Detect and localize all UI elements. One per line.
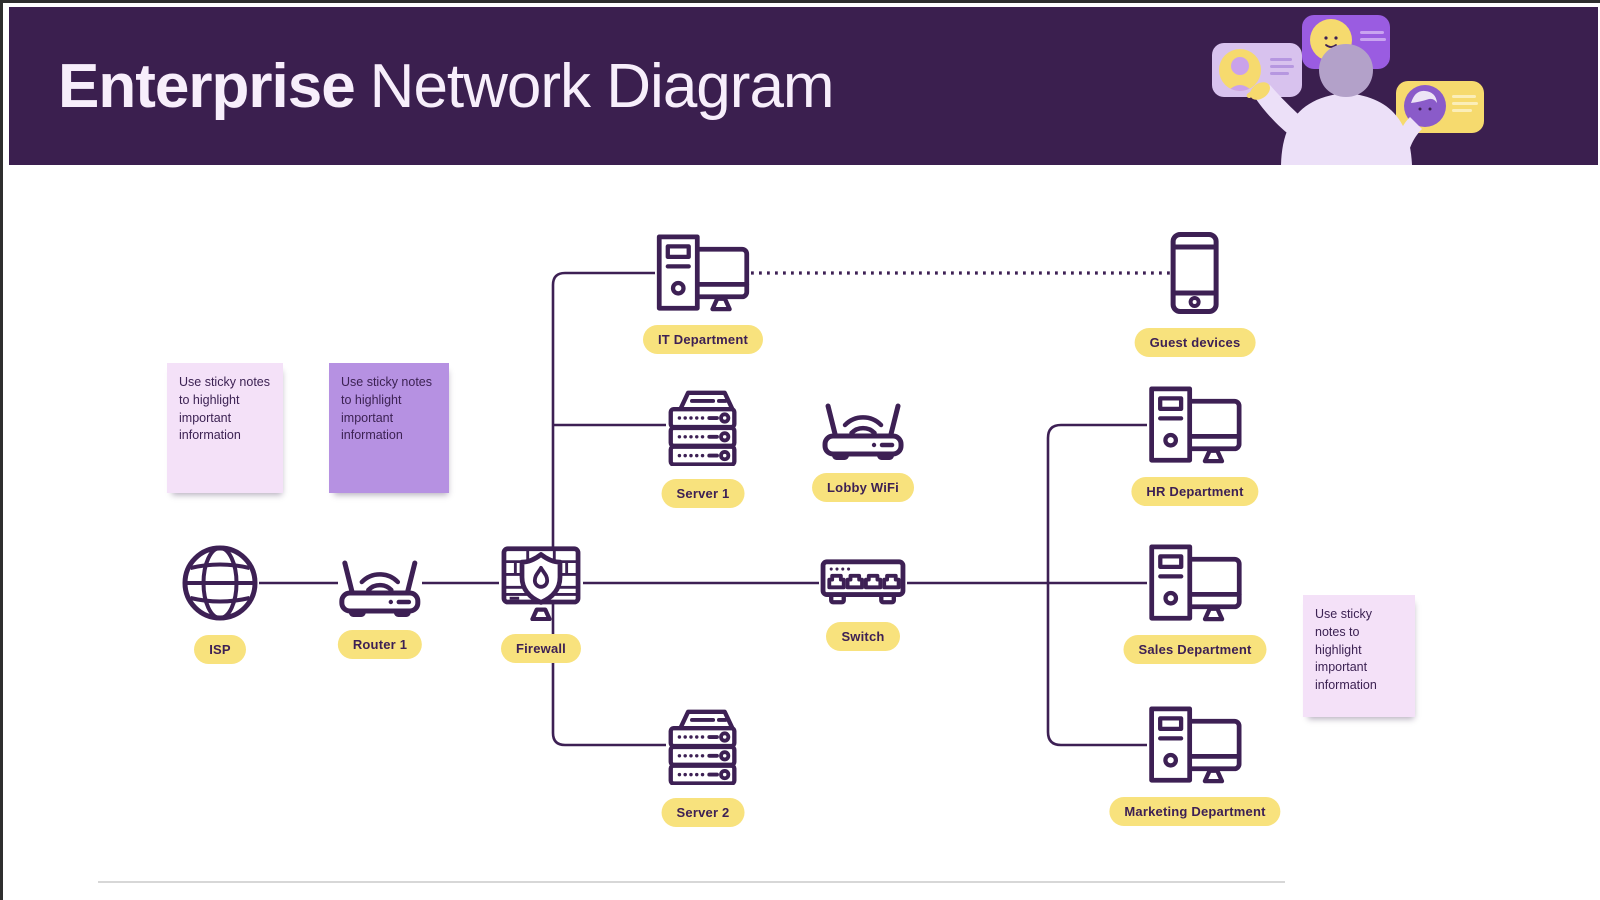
desktop-computer-icon xyxy=(1147,544,1243,622)
node-label: HR Department xyxy=(1131,477,1259,506)
network-switch-icon xyxy=(819,557,907,609)
wifi-router-icon xyxy=(338,549,422,617)
page-title-bold: Enterprise xyxy=(58,51,356,121)
node-switch[interactable]: Switch xyxy=(819,557,907,651)
link-switch-hr-marketing xyxy=(1046,423,1147,747)
desktop-computer-icon xyxy=(1147,386,1243,464)
node-label: ISP xyxy=(194,635,246,664)
node-guest-devices[interactable]: Guest devices xyxy=(1134,231,1256,357)
link-firewall-it xyxy=(551,271,655,563)
node-label: Guest devices xyxy=(1134,328,1256,357)
node-label: Server 1 xyxy=(661,479,745,508)
node-sales-department[interactable]: Sales Department xyxy=(1123,544,1267,664)
link-firewall-server2 xyxy=(551,603,666,747)
node-label: Marketing Department xyxy=(1109,797,1281,826)
node-it-department[interactable]: IT Department xyxy=(642,234,764,354)
profile-card-yellow xyxy=(1396,81,1484,133)
server-rack-icon xyxy=(666,706,740,785)
smartphone-icon xyxy=(1170,231,1220,315)
server-rack-icon xyxy=(666,387,740,466)
node-lobby-wifi[interactable]: Lobby WiFi xyxy=(812,392,914,502)
node-hr-department[interactable]: HR Department xyxy=(1131,386,1259,506)
connector-lines xyxy=(259,271,1170,747)
node-label: IT Department xyxy=(642,325,764,354)
wifi-router-icon xyxy=(821,392,905,460)
node-router-1[interactable]: Router 1 xyxy=(337,549,423,659)
canvas-bottom-edge xyxy=(98,881,1285,883)
globe-icon xyxy=(181,544,259,622)
node-marketing-department[interactable]: Marketing Department xyxy=(1109,706,1281,826)
node-label: Server 2 xyxy=(661,798,745,827)
sticky-note-text: Use sticky notes to highlight important … xyxy=(341,375,433,443)
sticky-note[interactable]: Use sticky notes to highlight important … xyxy=(329,363,449,493)
sticky-note-text: Use sticky notes to highlight important … xyxy=(1315,607,1377,692)
node-isp[interactable]: ISP xyxy=(181,544,259,664)
sticky-note[interactable]: Use sticky notes to highlight important … xyxy=(167,363,283,493)
sticky-note-text: Use sticky notes to highlight important … xyxy=(179,375,271,443)
page-title-regular: Network Diagram xyxy=(369,51,835,121)
node-label: Firewall xyxy=(500,634,581,663)
node-label: Sales Department xyxy=(1123,635,1267,664)
person-figure xyxy=(1246,44,1422,165)
node-server-1[interactable]: Server 1 xyxy=(661,387,745,508)
desktop-computer-icon xyxy=(655,234,751,312)
node-label: Switch xyxy=(826,622,900,651)
pointing-hand xyxy=(1246,82,1270,100)
sticky-note[interactable]: Use sticky notes to highlight important … xyxy=(1303,595,1415,717)
node-label: Router 1 xyxy=(337,630,423,659)
header-illustration xyxy=(1212,15,1484,165)
firewall-shield-icon xyxy=(499,545,583,621)
node-firewall[interactable]: Firewall xyxy=(499,545,583,663)
profile-card-lavender xyxy=(1212,43,1302,97)
desktop-computer-icon xyxy=(1147,706,1243,784)
node-server-2[interactable]: Server 2 xyxy=(661,706,745,827)
node-label: Lobby WiFi xyxy=(812,473,914,502)
